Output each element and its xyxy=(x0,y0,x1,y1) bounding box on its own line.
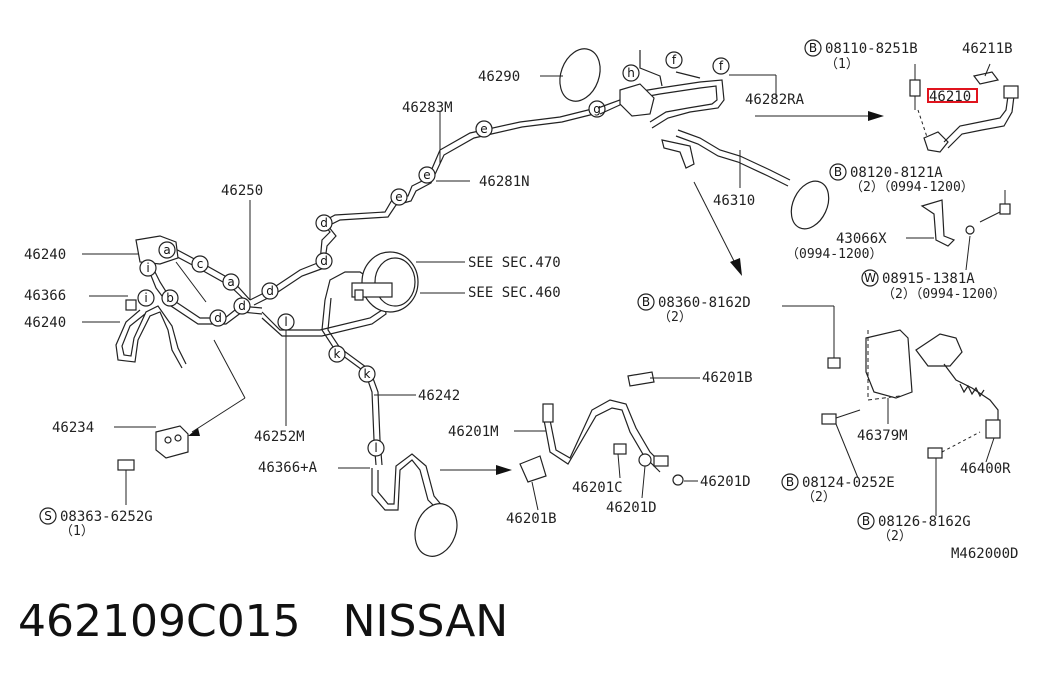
label-43066X-date: （0994-1200） xyxy=(786,247,882,262)
callout-g1: g xyxy=(593,102,601,116)
part-number: 462109C015 xyxy=(18,596,301,647)
label-46240-top: 46240 xyxy=(24,247,66,263)
highlight-box-46210 xyxy=(927,88,978,103)
hose-46201M-assembly xyxy=(519,371,684,486)
label-08110-qty: （1） xyxy=(825,57,859,72)
label-46234: 46234 xyxy=(52,420,94,436)
label-08110-8251B: 08110-8251B xyxy=(825,41,918,57)
label-46242: 46242 xyxy=(418,388,460,404)
label-46201B-top: 46201B xyxy=(702,370,753,386)
callout-e1: e xyxy=(395,190,402,204)
label-46240-bottom: 46240 xyxy=(24,315,66,331)
callout-e3: e xyxy=(480,122,487,136)
arrows xyxy=(440,111,884,475)
label-46282RA: 46282RA xyxy=(745,92,805,108)
label-46201B-bottom: 46201B xyxy=(506,511,557,527)
callout-e2: e xyxy=(423,168,430,182)
leader-lines xyxy=(82,63,1006,516)
prefix-mark-B-08120: B xyxy=(834,165,842,179)
callouts: a c a i i b d d d l d d e e e g h f f k … xyxy=(137,51,730,457)
label-46201C: 46201C xyxy=(572,480,623,496)
callout-k1: k xyxy=(334,347,341,361)
label-46366: 46366 xyxy=(24,288,66,304)
prefix-mark-B-08126: B xyxy=(862,514,870,528)
top-center-assembly xyxy=(559,48,830,230)
callout-i2: i xyxy=(144,291,147,305)
prefix-mark-B-08124: B xyxy=(786,475,794,489)
callout-d3: d xyxy=(266,284,274,298)
label-08124-qty: （2） xyxy=(802,490,836,505)
prefix-mark-B-08360: B xyxy=(642,295,650,309)
label-see-sec-470: SEE SEC.470 xyxy=(468,255,561,271)
callout-i1: i xyxy=(146,261,149,275)
label-46290: 46290 xyxy=(478,69,520,85)
label-46252M: 46252M xyxy=(254,429,305,445)
label-see-sec-460: SEE SEC.460 xyxy=(468,285,561,301)
load-sensing-valve-assembly xyxy=(821,329,1001,459)
callout-l1: l xyxy=(284,315,287,329)
callout-f2: f xyxy=(719,59,724,73)
label-08360-qty: （2） xyxy=(658,310,692,325)
label-08126-qty: （2） xyxy=(878,529,912,544)
label-08360-8162D: 08360-8162D xyxy=(658,295,751,311)
prefix-mark-S: S xyxy=(44,509,52,523)
part-number-footer: 462109C015 NISSAN xyxy=(18,596,508,647)
label-46201M: 46201M xyxy=(448,424,499,440)
brake-booster xyxy=(351,251,419,313)
diagram-code: M462000D xyxy=(951,546,1018,562)
callout-h1: h xyxy=(627,66,635,80)
callout-d2: d xyxy=(238,299,246,313)
label-08126-8162G: 08126-8162G xyxy=(878,514,971,530)
label-46211B: 46211B xyxy=(962,41,1013,57)
label-08363-qty: （1） xyxy=(60,524,94,539)
callout-d5: d xyxy=(320,216,328,230)
callout-l2: l xyxy=(374,441,377,455)
callout-f1: f xyxy=(672,53,677,67)
callout-a1: a xyxy=(163,243,170,257)
callout-c1: c xyxy=(197,257,204,271)
label-46281N: 46281N xyxy=(479,174,530,190)
callout-d1: d xyxy=(214,311,222,325)
label-46201D-lower: 46201D xyxy=(606,500,657,516)
label-08124-0252E: 08124-0252E xyxy=(802,475,895,491)
label-46250: 46250 xyxy=(221,183,263,199)
label-08363-6252G: 08363-6252G xyxy=(60,509,153,525)
label-46310: 46310 xyxy=(713,193,755,209)
label-46210: 46210 xyxy=(929,89,971,105)
label-08120-qty: （2）（0994-1200） xyxy=(850,180,974,195)
callout-a2: a xyxy=(227,275,234,289)
label-08915-1381A: 08915-1381A xyxy=(882,271,975,287)
hose-46210-assembly xyxy=(909,71,1019,247)
prefix-mark-W: W xyxy=(864,271,876,285)
callout-d4: d xyxy=(320,254,328,268)
label-08120-8121A: 08120-8121A xyxy=(850,165,943,181)
label-46366A: 46366+A xyxy=(258,460,318,476)
label-46283M: 46283M xyxy=(402,100,453,116)
label-43066X: 43066X xyxy=(836,231,887,247)
left-pipe-assembly xyxy=(115,107,599,557)
brand-name: NISSAN xyxy=(342,596,509,647)
callout-k2: k xyxy=(364,367,371,381)
label-46400R: 46400R xyxy=(960,461,1011,477)
part-labels: 46290 46283M 46281N 46250 46240 46366 46… xyxy=(24,39,1018,562)
label-46379M: 46379M xyxy=(857,428,908,444)
label-08915-qty: （2）（0994-1200） xyxy=(882,287,1006,302)
prefix-mark-B-08110: B xyxy=(809,41,817,55)
callout-b1: b xyxy=(166,291,174,305)
label-46201D-right: 46201D xyxy=(700,474,751,490)
